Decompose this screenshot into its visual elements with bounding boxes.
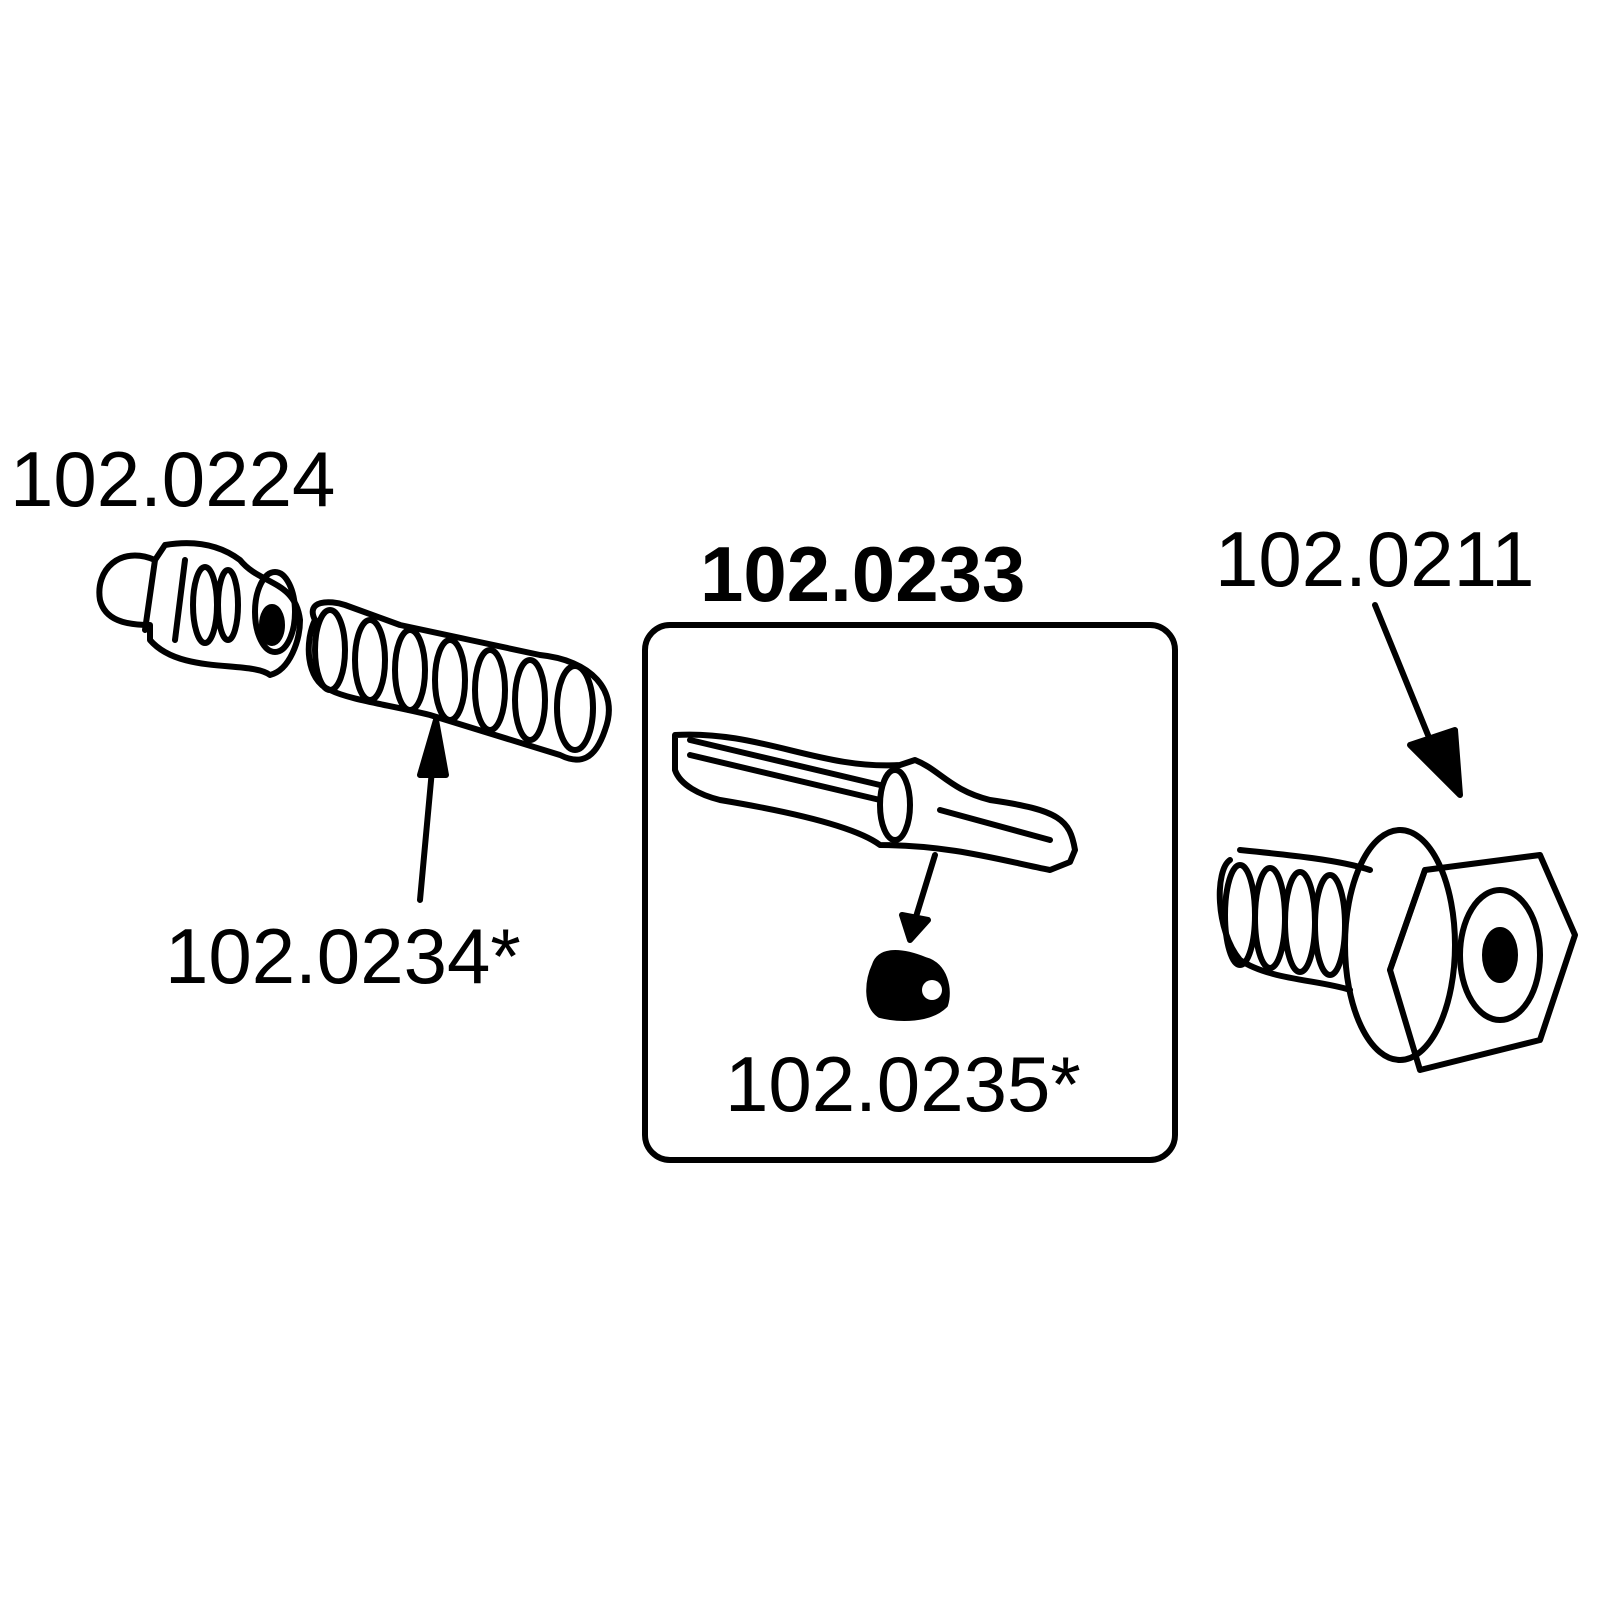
hex-bolt-drawing (1216, 827, 1578, 1073)
valve-stem-drawing (672, 731, 1078, 873)
part-label-102-0224: 102.0224 (10, 435, 336, 523)
assembly-box (642, 622, 1178, 1163)
spring-drawing (305, 599, 612, 763)
assembly-label-102-0233: 102.0233 (700, 530, 1026, 618)
fitting-left-drawing (96, 540, 303, 678)
arrow-102-0234 (417, 717, 449, 903)
part-label-102-0234: 102.0234* (165, 912, 521, 1000)
valve-cap-drawing (866, 950, 950, 1021)
arrow-102-0235 (899, 852, 938, 943)
part-label-102-0211: 102.0211 (1215, 515, 1535, 603)
part-label-102-0235: 102.0235* (725, 1040, 1081, 1128)
arrow-102-0211 (1372, 602, 1463, 798)
